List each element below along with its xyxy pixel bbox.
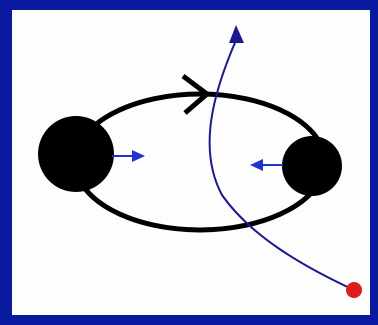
right-force-arrow-icon <box>250 159 283 171</box>
left-force-arrow-icon <box>112 150 145 162</box>
trajectory-arrowhead-icon <box>229 25 244 43</box>
red-point-icon <box>346 282 362 298</box>
right-body-icon <box>282 136 342 196</box>
left-body-icon <box>38 116 114 192</box>
